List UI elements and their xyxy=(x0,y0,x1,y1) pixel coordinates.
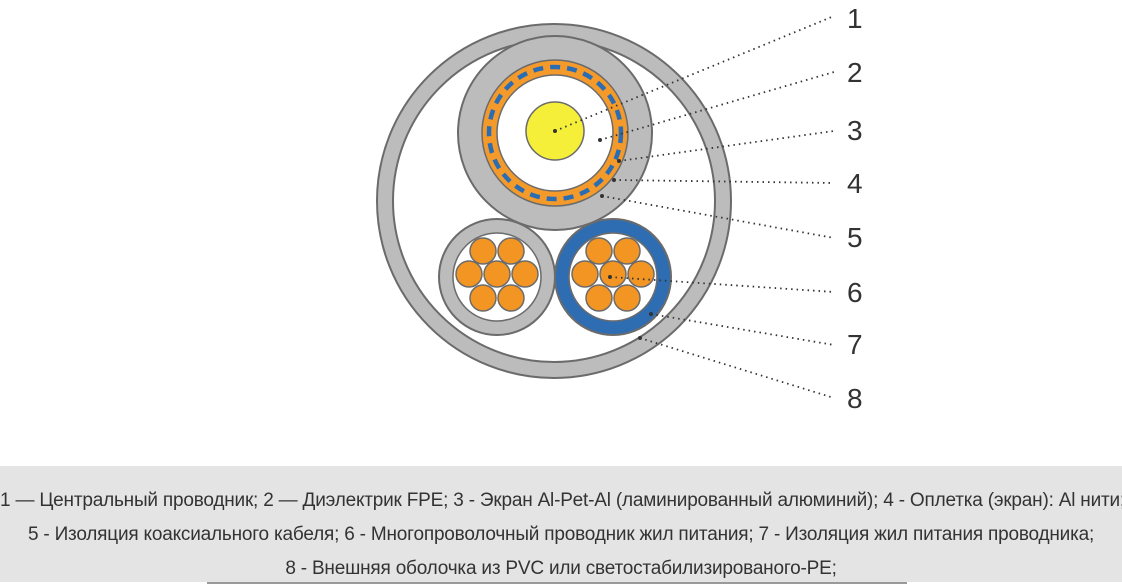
callout-number-4: 4 xyxy=(847,168,863,199)
leader-line-8 xyxy=(639,337,835,399)
legend-line-2: 5 - Изоляция коаксиального кабеля; 6 - М… xyxy=(27,524,1095,545)
legend-line-3: 8 - Внешняя оболочка из PVC или светоста… xyxy=(285,558,837,579)
power-core-left-strands xyxy=(455,237,539,312)
callout-number-6: 6 xyxy=(847,277,863,308)
leader-line-2 xyxy=(599,71,835,141)
cable-cross-section-diagram: 1 2 3 4 5 6 7 8 xyxy=(376,3,863,414)
callout-number-1: 1 xyxy=(847,3,863,34)
leader-lines xyxy=(554,15,835,399)
leader-points xyxy=(553,129,653,340)
power-core-right xyxy=(554,218,672,336)
callout-number-8: 8 xyxy=(847,383,863,414)
callout-number-2: 2 xyxy=(847,57,863,88)
power-core-left xyxy=(438,218,556,336)
power-core-right-strands xyxy=(571,237,655,312)
leader-line-7 xyxy=(650,313,835,346)
bottom-divider xyxy=(207,582,907,584)
legend-line-1: 1 — Центральный проводник; 2 — Диэлектри… xyxy=(0,490,1122,511)
leader-line-4 xyxy=(613,179,835,184)
leader-line-1 xyxy=(554,15,835,132)
callout-number-3: 3 xyxy=(847,115,863,146)
callout-number-7: 7 xyxy=(847,329,863,360)
leader-line-6 xyxy=(609,276,835,293)
legend-caption: 1 — Центральный проводник; 2 — Диэлектри… xyxy=(0,466,1122,582)
leader-line-5 xyxy=(601,195,835,239)
callout-number-5: 5 xyxy=(847,222,863,253)
